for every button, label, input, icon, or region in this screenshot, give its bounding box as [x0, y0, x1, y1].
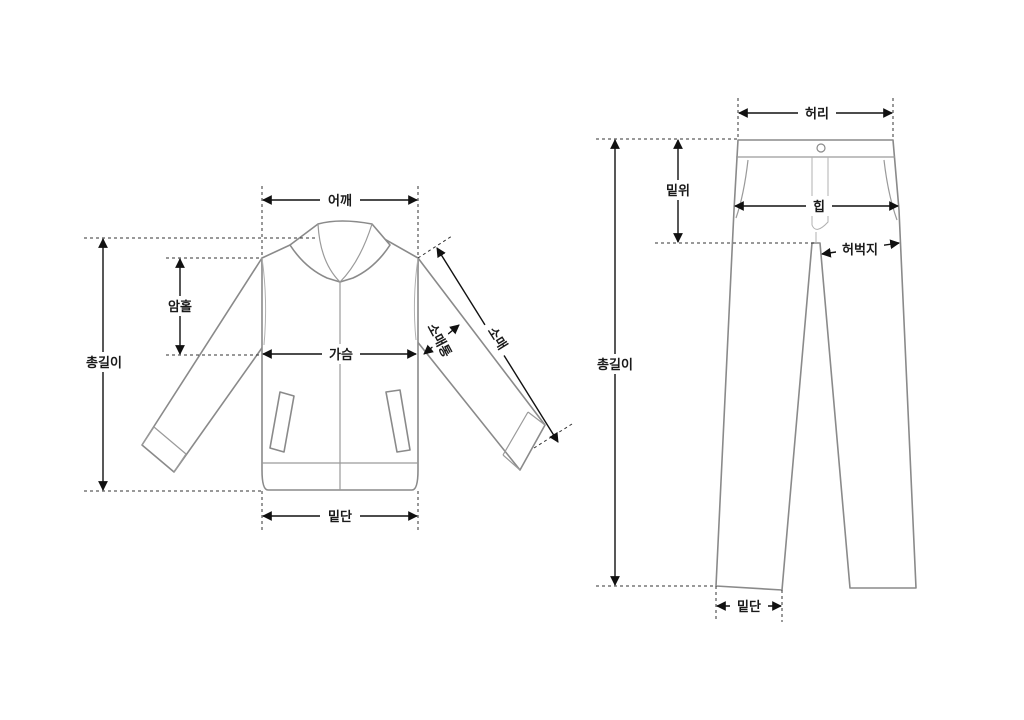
pants-right-pocket — [883, 159, 898, 221]
pants-total-length-label: 총길이 — [597, 357, 633, 373]
jacket-dimensions: 어깨 총길이 암홀 가슴 밑단 소매통 소매 — [82, 190, 559, 526]
pants-guides — [596, 98, 894, 622]
jacket-total-length-label: 총길이 — [86, 355, 122, 371]
jacket-left-seam — [261, 257, 267, 346]
waist-label: 허리 — [805, 106, 829, 122]
shoulder-label: 어깨 — [328, 193, 352, 209]
jacket-left-pocket — [269, 391, 295, 453]
thigh-label: 허벅지 — [842, 242, 878, 258]
pants-button — [816, 143, 826, 153]
rise-label: 밑위 — [666, 183, 690, 199]
jacket-left-sleeve — [141, 257, 265, 473]
pants-left-pocket — [735, 159, 749, 219]
hip-label: 힙 — [813, 199, 825, 215]
jacket-hem-label: 밑단 — [328, 509, 352, 525]
jacket-right-pocket — [385, 389, 411, 453]
jacket-right-sleeve — [415, 257, 546, 471]
jacket-guides — [84, 186, 573, 532]
chest-label: 가슴 — [329, 348, 353, 363]
jacket-left-cuff — [141, 426, 187, 473]
armhole-label: 암홀 — [168, 299, 192, 315]
pants-dimensions: 허리 밑위 힙 허벅지 총길이 밑단 — [593, 103, 900, 616]
jacket-right-seam — [413, 257, 419, 341]
pants-hem-label: 밑단 — [737, 599, 761, 615]
jacket-collar — [289, 220, 391, 283]
pants-fly — [811, 157, 829, 230]
